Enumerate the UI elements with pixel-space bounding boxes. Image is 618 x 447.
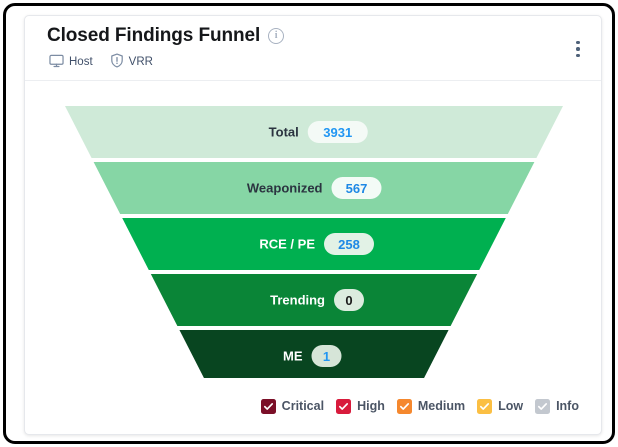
funnel-band-label: Total <box>269 125 299 140</box>
funnel-band[interactable] <box>122 218 506 270</box>
info-icon[interactable]: i <box>268 28 285 44</box>
window-frame: Closed Findings Funnel i Host <box>3 3 615 444</box>
funnel-band-label: ME <box>283 349 303 364</box>
funnel-band-label: RCE / PE <box>259 237 315 252</box>
legend-label: Medium <box>417 399 466 413</box>
funnel-band[interactable] <box>150 274 478 326</box>
title-row: Closed Findings Funnel i <box>47 25 285 47</box>
kebab-menu-icon[interactable] <box>569 38 587 60</box>
card-header: Closed Findings Funnel i Host <box>25 16 601 81</box>
funnel-value-pill[interactable] <box>334 289 364 311</box>
checkbox-icon[interactable] <box>477 398 493 414</box>
legend-label: High <box>357 399 385 413</box>
funnel-value-label: 0 <box>345 293 352 308</box>
shield-alert-icon <box>110 53 124 71</box>
tag-vrr-label: VRR <box>128 56 153 68</box>
legend-item-high[interactable]: High <box>336 398 385 414</box>
funnel-value-label: 3931 <box>323 125 352 140</box>
checkbox-icon[interactable] <box>535 398 551 414</box>
funnel-value-label: 258 <box>338 237 360 252</box>
funnel-card: Closed Findings Funnel i Host <box>24 15 602 435</box>
legend-label: Low <box>498 399 524 413</box>
funnel-value-pill[interactable] <box>324 233 374 255</box>
funnel-value-label: 1 <box>323 349 330 364</box>
legend-item-info[interactable]: Info <box>535 398 579 414</box>
funnel-value-pill[interactable] <box>311 345 342 367</box>
checkbox-icon[interactable] <box>396 398 412 414</box>
page-title: Closed Findings Funnel <box>47 25 261 46</box>
severity-legend: Critical High Medium Low Info <box>25 378 601 434</box>
funnel-value-pill[interactable] <box>307 121 368 143</box>
funnel-band-label: Trending <box>270 293 325 308</box>
legend-label: Info <box>556 399 579 413</box>
funnel-value-label: 567 <box>346 181 368 196</box>
checkbox-icon[interactable] <box>260 398 276 414</box>
tag-row: Host VRR <box>49 53 153 71</box>
checkbox-icon[interactable] <box>336 398 352 414</box>
legend-item-medium[interactable]: Medium <box>396 398 466 414</box>
monitor-icon <box>49 54 64 71</box>
tag-vrr[interactable]: VRR <box>110 53 153 71</box>
legend-label: Critical <box>281 399 325 413</box>
legend-item-low[interactable]: Low <box>477 398 524 414</box>
funnel-band[interactable] <box>93 162 535 214</box>
funnel-value-pill[interactable] <box>331 177 382 199</box>
funnel-band-label: Weaponized <box>247 181 323 196</box>
legend-item-critical[interactable]: Critical <box>260 398 325 414</box>
tag-host-label: Host <box>69 56 93 68</box>
tag-host[interactable]: Host <box>49 54 93 71</box>
